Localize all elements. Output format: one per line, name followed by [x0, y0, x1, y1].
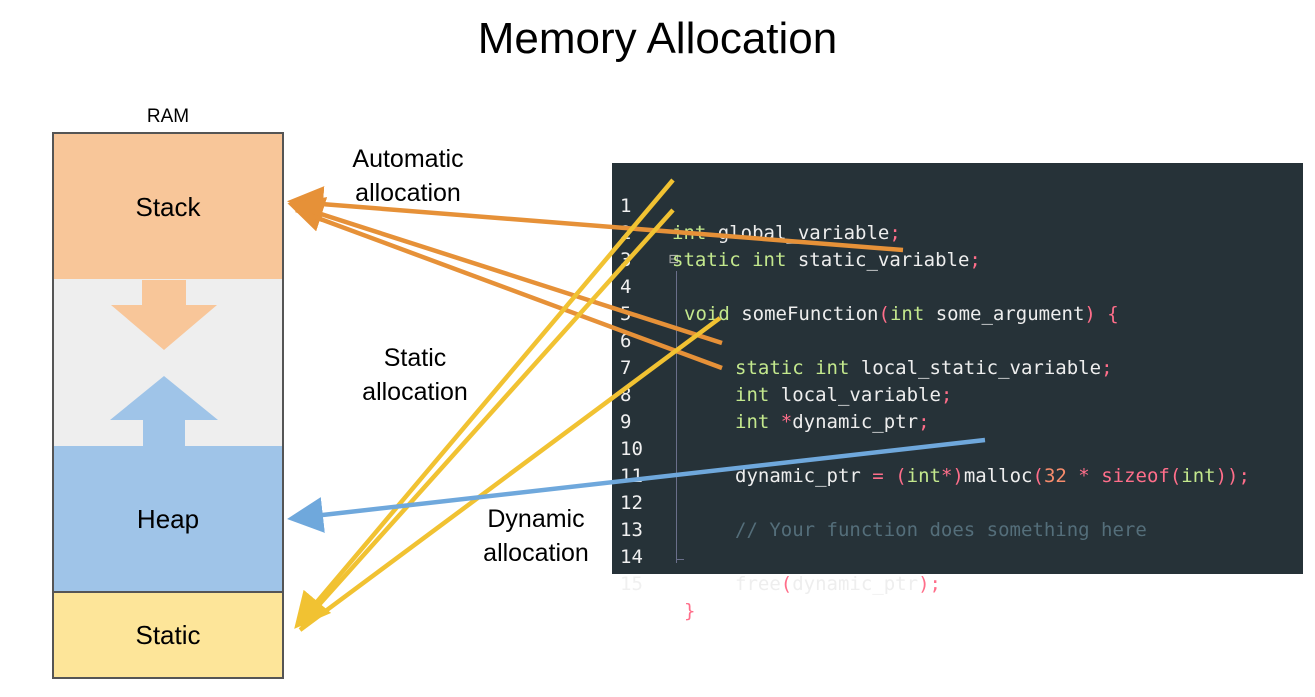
arrow-local-variable-to-stack	[287, 197, 723, 346]
heap-segment: Heap	[52, 446, 284, 592]
stack-label: Stack	[135, 191, 201, 222]
code-line-7: 7 int local_variable;	[620, 357, 953, 406]
arrow-static-variable-to-static	[298, 208, 675, 628]
code-line-10: 10 dynamic_ptr = (int*)malloc(32 * sizeo…	[620, 438, 1250, 487]
arrow-dynamic-ptr-to-stack	[295, 207, 723, 371]
code-line-4: 4 void someFunction(int some_argument) {	[620, 276, 1119, 325]
code-line-8: 8 int *dynamic_ptr;	[620, 384, 930, 433]
ram-label: RAM	[146, 106, 190, 127]
static-allocation-label: Static allocation	[362, 344, 468, 406]
stack-growth-arrow	[111, 280, 217, 350]
automatic-allocation-label: Automatic allocation	[352, 145, 464, 207]
code-editor: ⊟ 1 int global_variable; 2 static int st…	[612, 163, 1303, 622]
code-line-14: 14 free(dynamic_ptr);	[620, 546, 941, 595]
heap-growth-arrow	[110, 376, 218, 446]
static-label: Static	[135, 619, 201, 650]
arrow-malloc-to-heap	[287, 437, 986, 533]
code-line-6: 6 static int local_static_variable;	[620, 330, 1113, 379]
code-line-12: 12 // Your function does something here	[620, 492, 1147, 541]
stack-segment: Stack	[52, 132, 284, 280]
fold-guide-end	[676, 559, 684, 560]
fold-guide	[676, 271, 677, 563]
arrow-local-static-to-static	[298, 316, 722, 632]
code-line-13: 13	[620, 519, 643, 541]
arrow-global-to-static	[294, 178, 675, 629]
static-segment: Static	[52, 591, 284, 679]
dynamic-allocation-label: Dynamic allocation	[483, 505, 589, 567]
code-line-9: 9	[620, 411, 632, 433]
code-line-15: 15 }	[620, 573, 696, 622]
arrow-argument-to-stack	[287, 186, 904, 253]
fold-icon[interactable]: ⊟	[669, 249, 679, 268]
heap-label: Heap	[136, 503, 200, 534]
page-title: Memory Allocation	[477, 14, 838, 63]
